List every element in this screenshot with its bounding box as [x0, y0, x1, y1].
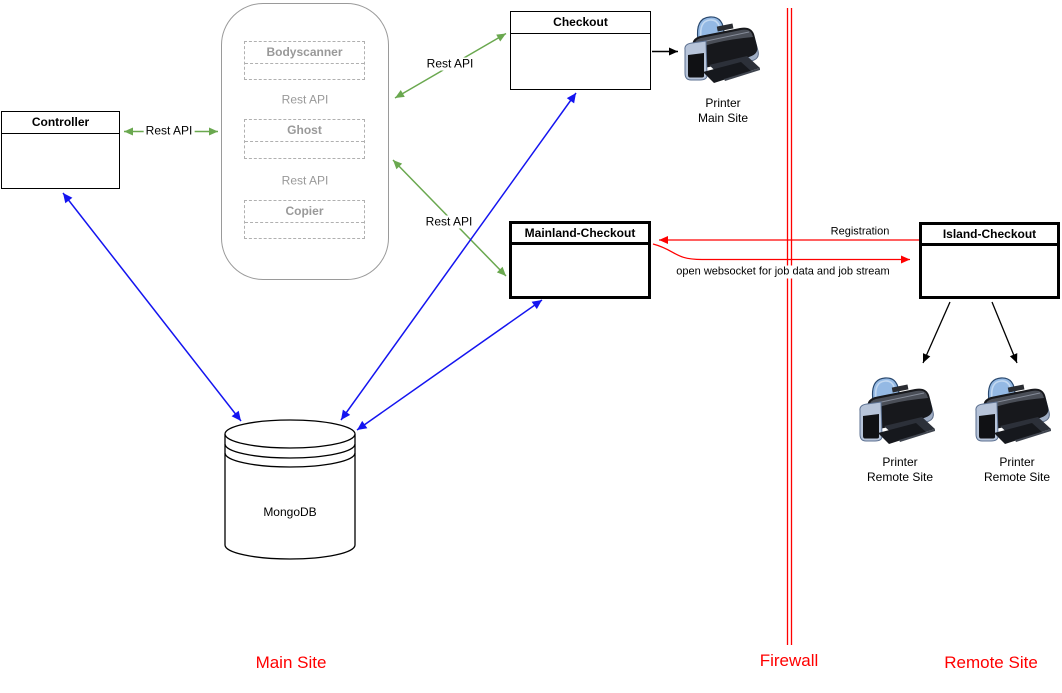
zone-label-main-site: Main Site: [255, 653, 327, 672]
node-copier-title: Copier: [245, 201, 364, 223]
node-island-checkout-title: Island-Checkout: [922, 225, 1057, 246]
zone-label-remote-site: Remote Site: [944, 653, 1038, 672]
printer-main-site-icon: [684, 16, 761, 84]
edge-label-registration: Registration: [828, 225, 892, 239]
printer-main-site-caption: Printer Main Site: [698, 96, 748, 126]
node-ghost-title: Ghost: [245, 120, 364, 142]
printer-remote-right-icon: [975, 377, 1052, 445]
printer-remote-left-caption-line1: Printer: [882, 455, 918, 469]
printer-main-site-caption-line1: Printer: [705, 96, 741, 110]
edge-island-printer-left: [922, 301, 951, 364]
edge-label-ghost-copier: Rest API: [279, 173, 331, 188]
node-ghost: Ghost: [244, 119, 365, 159]
firewall-line: [786, 8, 793, 645]
edge-label-group-mainland: Rest API: [423, 214, 475, 229]
node-checkout: Checkout: [510, 11, 651, 90]
node-controller: Controller: [1, 111, 120, 189]
edge-controller-mongodb: [62, 192, 242, 422]
edge-label-bodyscanner-ghost: Rest API: [279, 92, 331, 107]
edge-websocket: [652, 243, 910, 264]
node-checkout-title: Checkout: [511, 12, 650, 34]
node-island-checkout: Island-Checkout: [919, 222, 1060, 299]
printer-remote-right-caption-line1: Printer: [999, 455, 1035, 469]
node-mongodb-label: MongoDB: [263, 505, 317, 519]
node-bodyscanner-title: Bodyscanner: [245, 42, 364, 64]
edge-label-websocket: open websocket for job data and job stre…: [674, 265, 892, 279]
printer-remote-left-icon: [859, 377, 936, 445]
node-mainland-checkout-title: Mainland-Checkout: [512, 224, 648, 245]
edge-mainland-mongodb: [356, 299, 543, 431]
mongodb-cylinder: [224, 419, 356, 560]
zone-label-firewall: Firewall: [759, 651, 819, 670]
edge-label-group-checkout: Rest API: [424, 56, 476, 71]
node-copier: Copier: [244, 200, 365, 239]
node-bodyscanner: Bodyscanner: [244, 41, 365, 80]
node-mainland-checkout: Mainland-Checkout: [509, 221, 651, 299]
node-controller-title: Controller: [2, 112, 119, 134]
printer-remote-right-caption-line2: Remote Site: [983, 470, 1051, 484]
printer-main-site-caption-line2: Main Site: [697, 111, 749, 125]
printer-remote-left-caption: Printer Remote Site: [867, 455, 933, 485]
edge-island-printer-right: [991, 301, 1018, 364]
printer-remote-right-caption: Printer Remote Site: [984, 455, 1050, 485]
printer-remote-left-caption-line2: Remote Site: [866, 470, 934, 484]
edge-label-controller-group: Rest API: [143, 123, 195, 138]
